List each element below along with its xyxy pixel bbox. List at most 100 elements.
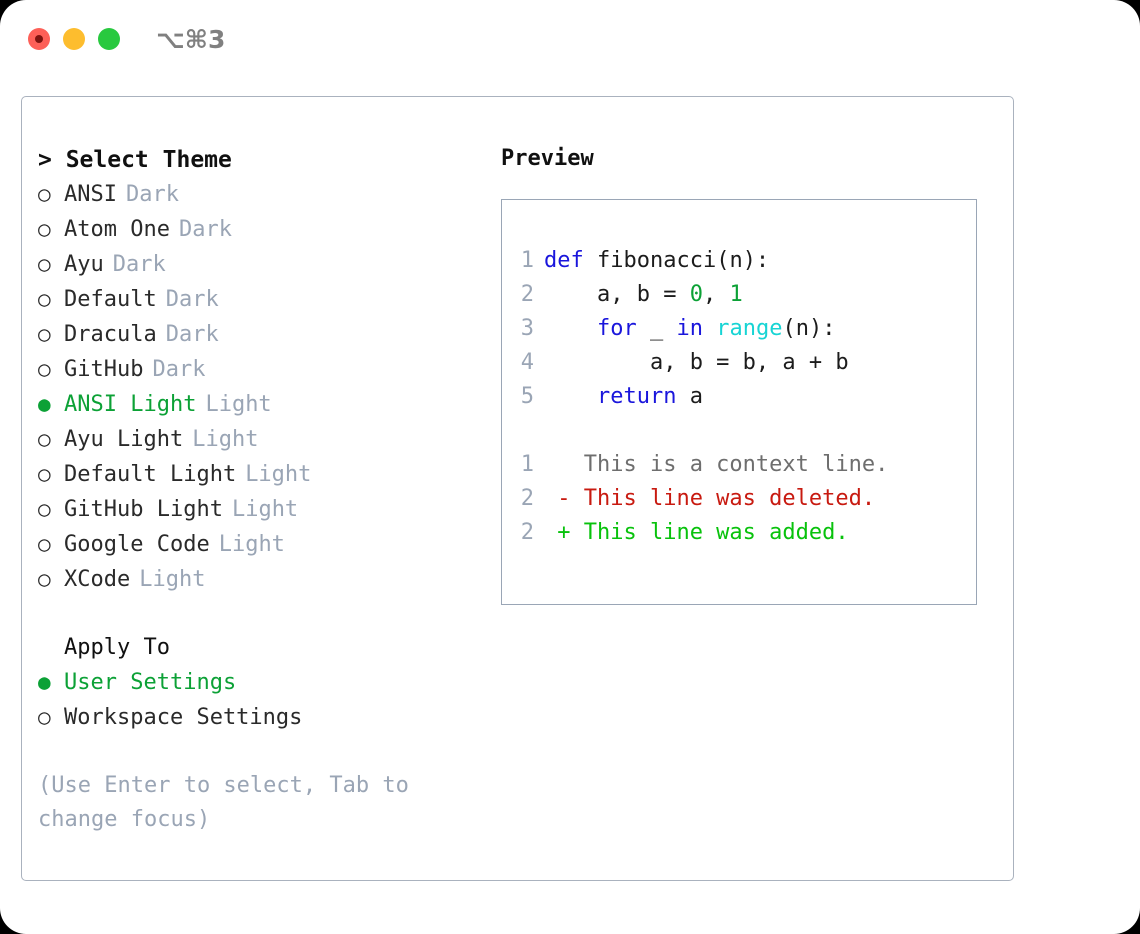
theme-option-ansi-light[interactable]: ● ANSI Light Light	[38, 387, 478, 422]
code-line-number: 4	[520, 350, 534, 375]
diff-line-del: 2 - This line was deleted.	[502, 482, 976, 516]
code-line-content: def fibonacci(n):	[544, 244, 769, 278]
apply-to-option-workspace-settings[interactable]: ○ Workspace Settings	[38, 700, 478, 735]
diff-preview-block: 1 This is a context line.2 - This line w…	[502, 448, 976, 550]
code-token-plain: a, b =	[544, 282, 690, 307]
code-line-content: return a	[544, 380, 703, 414]
theme-option-github[interactable]: ○ GitHub Dark	[38, 352, 478, 387]
theme-option-label: Default	[64, 287, 157, 312]
code-line-number: 3	[520, 316, 534, 341]
radio-selected-icon: ●	[38, 670, 51, 694]
apply-to-option-label: Workspace Settings	[64, 705, 303, 730]
theme-option-kind-badge: Light	[231, 497, 299, 522]
diff-line-ctx: 1 This is a context line.	[502, 448, 976, 482]
radio-unselected-icon: ○	[38, 567, 51, 591]
code-line-number: 2	[520, 282, 534, 307]
code-line: 1 def fibonacci(n):	[502, 244, 976, 278]
code-line-number: 1	[520, 248, 534, 273]
theme-option-github-light[interactable]: ○ GitHub Light Light	[38, 492, 478, 527]
theme-option-xcode[interactable]: ○ XCode Light	[38, 562, 478, 597]
code-line-content: a, b = b, a + b	[544, 346, 849, 380]
radio-unselected-icon: ○	[38, 322, 51, 346]
zoom-window-button[interactable]	[98, 28, 120, 50]
code-token-plain	[544, 384, 597, 409]
theme-option-kind-badge: Dark	[152, 357, 206, 382]
diff-line-number: 1	[520, 452, 534, 477]
theme-option-label: Google Code	[64, 532, 210, 557]
code-token-num: 1	[729, 282, 743, 307]
radio-unselected-icon: ○	[38, 217, 51, 241]
code-line-number: 5	[520, 384, 534, 409]
theme-option-default[interactable]: ○ Default Dark	[38, 282, 478, 317]
preview-spacer	[502, 414, 976, 448]
code-token-plain: a, b = b, a + b	[544, 350, 849, 375]
theme-option-kind-badge: Dark	[178, 217, 232, 242]
apply-to-option-user-settings[interactable]: ● User Settings	[38, 665, 478, 700]
theme-option-label: Atom One	[64, 217, 170, 242]
radio-unselected-icon: ○	[38, 357, 51, 381]
apply-to-option-label: User Settings	[64, 670, 237, 695]
theme-option-kind-badge: Light	[192, 427, 259, 452]
theme-option-label: Dracula	[64, 322, 157, 347]
code-line: 4 a, b = b, a + b	[502, 346, 976, 380]
diff-line-content: - This line was deleted.	[544, 486, 876, 511]
code-token-kw: return	[596, 384, 677, 409]
theme-option-label: ANSI	[64, 182, 117, 207]
code-token-kw: in	[676, 316, 703, 341]
theme-option-atom-one[interactable]: ○ Atom One Dark	[38, 212, 478, 247]
help-hint-text: (Use Enter to select, Tab to change focu…	[38, 773, 409, 832]
keyboard-shortcut-label: ⌥⌘3	[156, 24, 226, 54]
theme-option-kind-badge: Dark	[165, 322, 219, 347]
code-line-content: for _ in range(n):	[544, 312, 835, 346]
apply-to-option-list: ● User Settings ○ Workspace Settings	[38, 665, 478, 735]
code-line-content: a, b = 0, 1	[544, 278, 743, 312]
theme-option-label: ANSI Light	[64, 392, 197, 417]
theme-option-ansi[interactable]: ○ ANSI Dark	[38, 177, 478, 212]
code-token-plain	[544, 316, 597, 341]
minimize-window-button[interactable]	[63, 28, 85, 50]
apply-to-header: Apply To	[38, 631, 478, 665]
theme-option-kind-badge: Light	[218, 532, 285, 557]
code-token-plain	[703, 316, 716, 341]
theme-option-kind-badge: Dark	[125, 182, 179, 207]
theme-option-label: XCode	[64, 567, 131, 592]
preview-title: Preview	[501, 146, 594, 171]
theme-option-dracula[interactable]: ○ Dracula Dark	[38, 317, 478, 352]
code-token-plain: ,	[702, 282, 730, 307]
code-token-kw: for	[596, 316, 637, 341]
theme-option-label: GitHub Light	[64, 497, 223, 522]
theme-option-kind-badge: Light	[139, 567, 206, 592]
code-token-plain: a	[676, 384, 703, 409]
radio-unselected-icon: ○	[38, 182, 51, 206]
theme-option-google-code[interactable]: ○ Google Code Light	[38, 527, 478, 562]
code-token-plain: _	[636, 316, 677, 341]
code-line: 2 a, b = 0, 1	[502, 278, 976, 312]
theme-option-kind-badge: Dark	[165, 287, 219, 312]
radio-unselected-icon: ○	[38, 287, 51, 311]
radio-selected-icon: ●	[38, 392, 51, 416]
traffic-light-group	[28, 28, 120, 50]
theme-option-kind-badge: Light	[245, 462, 312, 487]
code-line: 5 return a	[502, 380, 976, 414]
title-bar: ⌥⌘3	[0, 0, 1140, 78]
code-line: 3 for _ in range(n):	[502, 312, 976, 346]
radio-unselected-icon: ○	[38, 497, 51, 521]
code-token-num: 0	[689, 282, 703, 307]
diff-line-content: + This line was added.	[544, 520, 849, 545]
diff-line-content: This is a context line.	[544, 452, 889, 477]
code-token-plain: fibonacci(n):	[583, 248, 770, 273]
theme-option-kind-badge: Light	[205, 392, 272, 417]
radio-unselected-icon: ○	[38, 705, 51, 729]
radio-unselected-icon: ○	[38, 532, 51, 556]
theme-option-label: GitHub	[64, 357, 144, 382]
close-window-button[interactable]	[28, 28, 50, 50]
